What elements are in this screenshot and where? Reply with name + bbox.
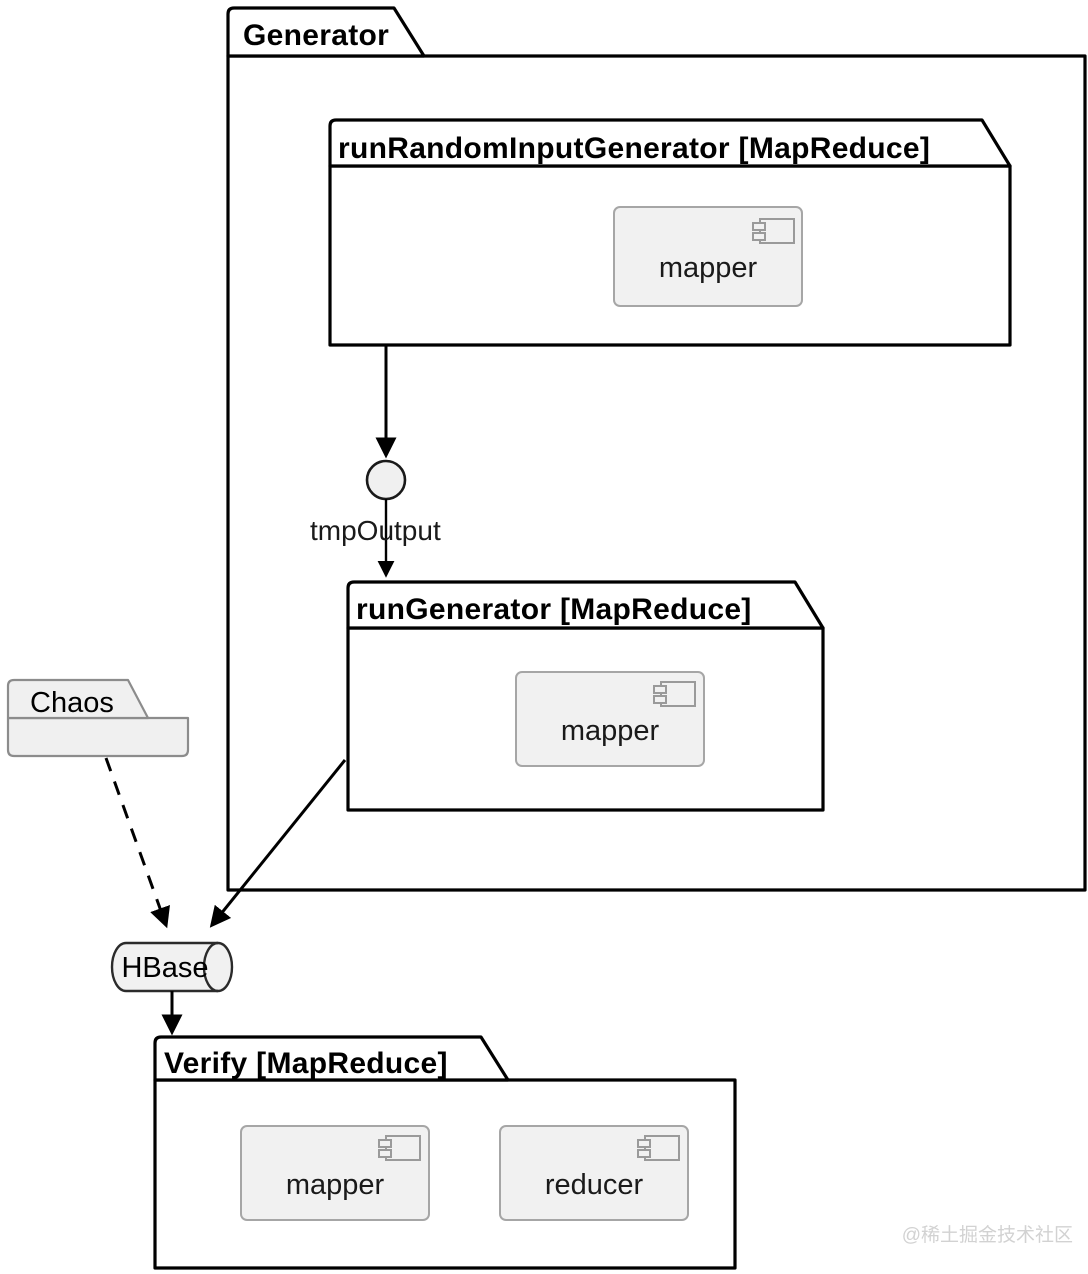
edge-label-tmp-output: tmpOutput <box>310 515 441 546</box>
package-run-random-input-generator-tab <box>328 118 1012 168</box>
component-icon <box>378 1135 421 1161</box>
component-mapper-verify[interactable]: mapper <box>240 1125 430 1221</box>
component-mapper-verify-label: mapper <box>286 1169 385 1201</box>
component-icon <box>653 681 696 707</box>
component-reducer-verify-label: reducer <box>545 1169 644 1201</box>
package-generator-title: Generator <box>243 19 389 52</box>
package-generator-tab <box>226 6 426 58</box>
watermark-label: @稀土掘金技术社区 <box>902 1224 1073 1246</box>
database-hbase[interactable]: HBase <box>110 941 234 993</box>
package-run-random-input-generator[interactable]: runRandomInputGenerator [MapReduce] mapp… <box>328 118 1012 347</box>
component-icon <box>637 1135 680 1161</box>
component-mapper-random-input-box <box>613 206 803 307</box>
component-mapper-random-input-label: mapper <box>659 252 758 284</box>
package-run-generator-title: runGenerator [MapReduce] <box>356 593 752 626</box>
package-chaos-body <box>6 716 190 758</box>
component-reducer-verify[interactable]: reducer <box>499 1125 689 1221</box>
component-mapper-random-input[interactable]: mapper <box>613 206 803 307</box>
package-run-random-input-generator-title: runRandomInputGenerator [MapReduce] <box>338 132 930 165</box>
package-verify-title: Verify [MapReduce] <box>164 1047 448 1080</box>
package-run-generator[interactable]: runGenerator [MapReduce] mapper <box>346 580 825 812</box>
package-chaos[interactable]: Chaos <box>6 678 190 758</box>
package-verify[interactable]: Verify [MapReduce] mapper r <box>153 1035 737 1270</box>
package-run-generator-tab <box>346 580 825 630</box>
package-verify-tab <box>153 1035 510 1082</box>
component-mapper-generator-label: mapper <box>561 715 660 747</box>
package-chaos-title: Chaos <box>30 687 114 719</box>
package-chaos-tab <box>6 678 150 720</box>
component-mapper-generator[interactable]: mapper <box>515 671 705 767</box>
edge-run-generator-to-hbase <box>209 759 347 928</box>
tmp-output-node[interactable] <box>365 459 407 501</box>
database-hbase-cap <box>202 941 219 993</box>
database-hbase-label: HBase <box>121 952 208 984</box>
component-icon <box>752 218 795 244</box>
edge-chaos-to-hbase <box>104 757 170 929</box>
